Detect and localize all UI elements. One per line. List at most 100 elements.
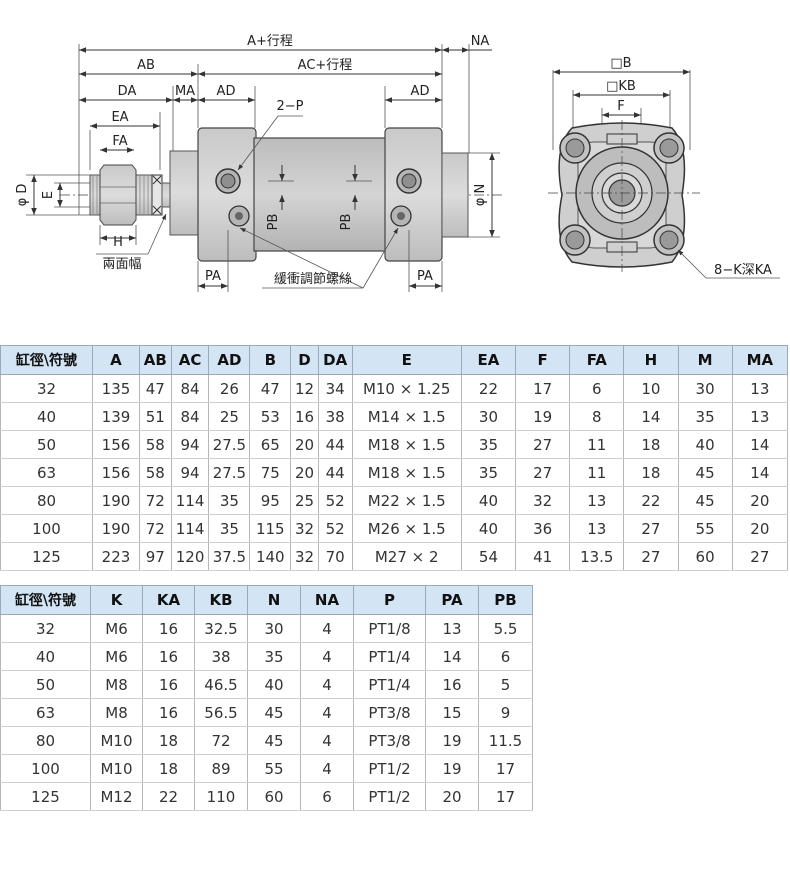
cylinder-dimension-drawing: A+行程 NA AB AC+行程 DA MA AD AD 2−P EA FA φ…: [15, 34, 780, 292]
table-cell: 156: [91, 430, 140, 459]
table-cell: 14: [623, 402, 679, 431]
column-header: NA: [300, 585, 354, 615]
table-cell: 40: [0, 642, 91, 671]
table-cell: 27.5: [208, 458, 251, 487]
label-bolt: 8−K深KA: [714, 263, 772, 278]
side-view: A+行程 NA AB AC+行程 DA MA AD AD 2−P EA FA φ…: [15, 34, 505, 292]
table-cell: 11: [569, 430, 625, 459]
table-cell: 54: [460, 542, 517, 571]
table-cell: 35: [677, 402, 733, 431]
table-cell: 13: [731, 402, 789, 431]
table-cell: 84: [170, 374, 210, 403]
table-cell: 140: [249, 542, 292, 571]
table-cell: 6: [300, 782, 354, 811]
table-cell: 63: [0, 458, 93, 487]
table-cell: 55: [247, 754, 301, 783]
table-cell: 12: [290, 374, 319, 403]
table-cell: 11: [569, 458, 625, 487]
label-pa-rear: PA: [417, 269, 433, 284]
table-cell: 53: [249, 402, 292, 431]
table-cell: 44: [317, 458, 353, 487]
table-cell: M6: [90, 642, 143, 671]
table-cell: 17: [515, 374, 571, 403]
table-cell: 25: [208, 402, 251, 431]
table-cell: PT1/4: [353, 642, 426, 671]
table-cell: 18: [142, 754, 195, 783]
table-cell: 27: [731, 542, 789, 571]
table-cell: 58: [138, 430, 172, 459]
table-cell: 27: [515, 458, 571, 487]
column-header: A: [91, 345, 140, 375]
table-cell: 15: [425, 698, 479, 727]
table-cell: 60: [247, 782, 301, 811]
table-cell: 47: [249, 374, 292, 403]
table-cell: 35: [208, 514, 251, 543]
column-header: D: [290, 345, 319, 375]
table-cell: 20: [425, 782, 479, 811]
table-cell: 84: [170, 402, 210, 431]
table-cell: M10: [90, 754, 143, 783]
table-cell: 139: [91, 402, 140, 431]
table-cell: 190: [91, 486, 140, 515]
table-cell: 17: [478, 782, 533, 811]
column-header: EA: [460, 345, 517, 375]
table-cell: 40: [460, 486, 517, 515]
table-cell: 32: [0, 614, 91, 643]
column-header: F: [515, 345, 571, 375]
table-cell: 13.5: [569, 542, 625, 571]
column-header: AB: [138, 345, 172, 375]
table-cell: 135: [91, 374, 140, 403]
table-cell: 27: [515, 430, 571, 459]
label-pb-rear: PB: [339, 214, 354, 231]
table-cell: M22 × 1.5: [351, 486, 462, 515]
table-cell: 14: [425, 642, 479, 671]
table-cell: 35: [460, 430, 517, 459]
label-e: E: [41, 191, 56, 199]
table-cell: 30: [247, 614, 301, 643]
table-cell: 45: [247, 698, 301, 727]
table-cell: 223: [91, 542, 140, 571]
label-pb-front: PB: [266, 214, 281, 231]
table-cell: 13: [731, 374, 789, 403]
table-cell: 11.5: [478, 726, 533, 755]
table-cell: 6: [569, 374, 625, 403]
table-cell: 16: [425, 670, 479, 699]
table-cell: 16: [142, 642, 195, 671]
table-cell: 40: [247, 670, 301, 699]
table-cell: PT1/2: [353, 754, 426, 783]
table-cell: 80: [0, 726, 91, 755]
label-square-kb: □KB: [606, 79, 636, 94]
label-ad-front: AD: [217, 84, 236, 99]
table-cell: 51: [138, 402, 172, 431]
table-cell: 80: [0, 486, 93, 515]
column-header: P: [353, 585, 426, 615]
table-cell: M10 × 1.25: [351, 374, 462, 403]
table-cell: 4: [300, 698, 354, 727]
table-cell: 16: [142, 614, 195, 643]
column-header: E: [351, 345, 462, 375]
table-cell: 4: [300, 614, 354, 643]
table-cell: M8: [90, 698, 143, 727]
table-cell: 110: [194, 782, 248, 811]
label-phi-d: φ D: [15, 184, 30, 207]
table-cell: 72: [138, 486, 172, 515]
label-square-b: □B: [610, 56, 631, 71]
table-cell: M14 × 1.5: [351, 402, 462, 431]
table-cell: 13: [425, 614, 479, 643]
table-cell: 5.5: [478, 614, 533, 643]
column-header: PA: [425, 585, 479, 615]
table-cell: M18 × 1.5: [351, 430, 462, 459]
table-cell: 18: [623, 458, 679, 487]
table-cell: 55: [677, 514, 733, 543]
table-cell: 4: [300, 726, 354, 755]
table-cell: 13: [569, 514, 625, 543]
table-cell: 41: [515, 542, 571, 571]
